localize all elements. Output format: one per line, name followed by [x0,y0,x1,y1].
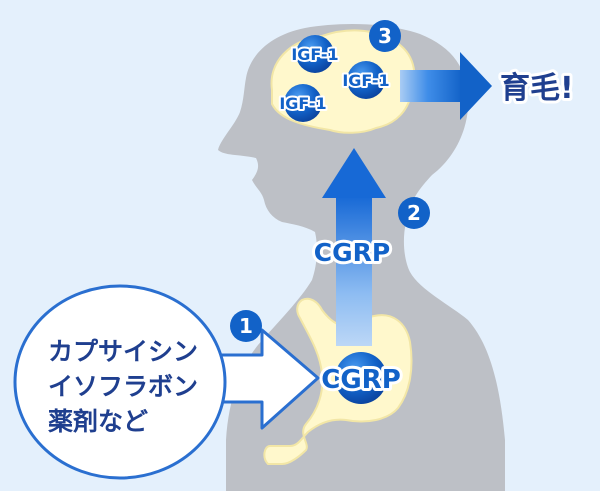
step-number: 3 [378,24,392,48]
igf1-molecule [296,35,334,73]
igf1-label: IGF-1 [279,94,326,113]
igf1-molecule [284,84,322,122]
input-bubble [13,284,227,480]
igf1-molecule [347,61,385,99]
pathway-label: CGRP [314,238,390,267]
result-label: 育毛! [500,71,574,106]
step-number: 2 [407,201,421,225]
step-number: 1 [239,314,253,338]
arrow-up-icon [322,148,386,346]
stomach-molecule-label: CGRP [321,365,401,395]
step-badge-1: 1 [230,310,262,342]
step-badge-3: 3 [369,20,401,52]
step-badge-2: 2 [398,197,430,229]
igf1-label: IGF-1 [291,45,338,64]
bubble-line: イソフラボン [48,372,198,401]
bubble-line: 薬剤など [48,407,148,436]
igf1-label: IGF-1 [342,71,389,90]
arrow-right-icon [400,52,492,120]
cgrp-molecule [335,352,387,404]
bubble-line: カプサイシン [48,337,198,366]
